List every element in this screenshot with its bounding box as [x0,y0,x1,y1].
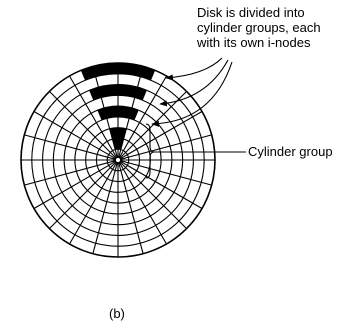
sector-line [24,134,117,160]
subfigure-label: (b) [109,306,125,321]
sector-line [119,161,187,229]
sector-line [118,75,167,159]
sector-line [119,160,212,186]
sector-line [49,91,117,159]
sector-line [92,161,118,254]
inode-block [89,84,147,101]
annotation-arrow [151,61,233,127]
sector-line [118,161,167,245]
inode-block [109,127,127,150]
sector-line [118,161,144,254]
annotation-arrows [145,57,246,179]
annotation-arrow [159,59,229,107]
sector-line [69,75,118,159]
sector-line [119,134,212,160]
annotation-line-3: with its own i-nodes [197,35,311,50]
sector-line [24,160,117,186]
sector-line [33,160,117,209]
annotation-arrow [165,57,223,81]
sector-line [119,160,203,209]
sector-line [49,161,117,229]
sector-line [33,111,117,160]
cylinder-group-label: Cylinder group [248,144,333,159]
annotation-line-2: cylinder groups, each [197,20,321,35]
sector-line [119,111,203,160]
inode-blocks [80,62,156,150]
annotation-line-1: Disk is divided into [197,5,305,20]
inode-block [97,106,139,121]
sector-line [69,161,118,245]
inode-block [80,62,156,81]
